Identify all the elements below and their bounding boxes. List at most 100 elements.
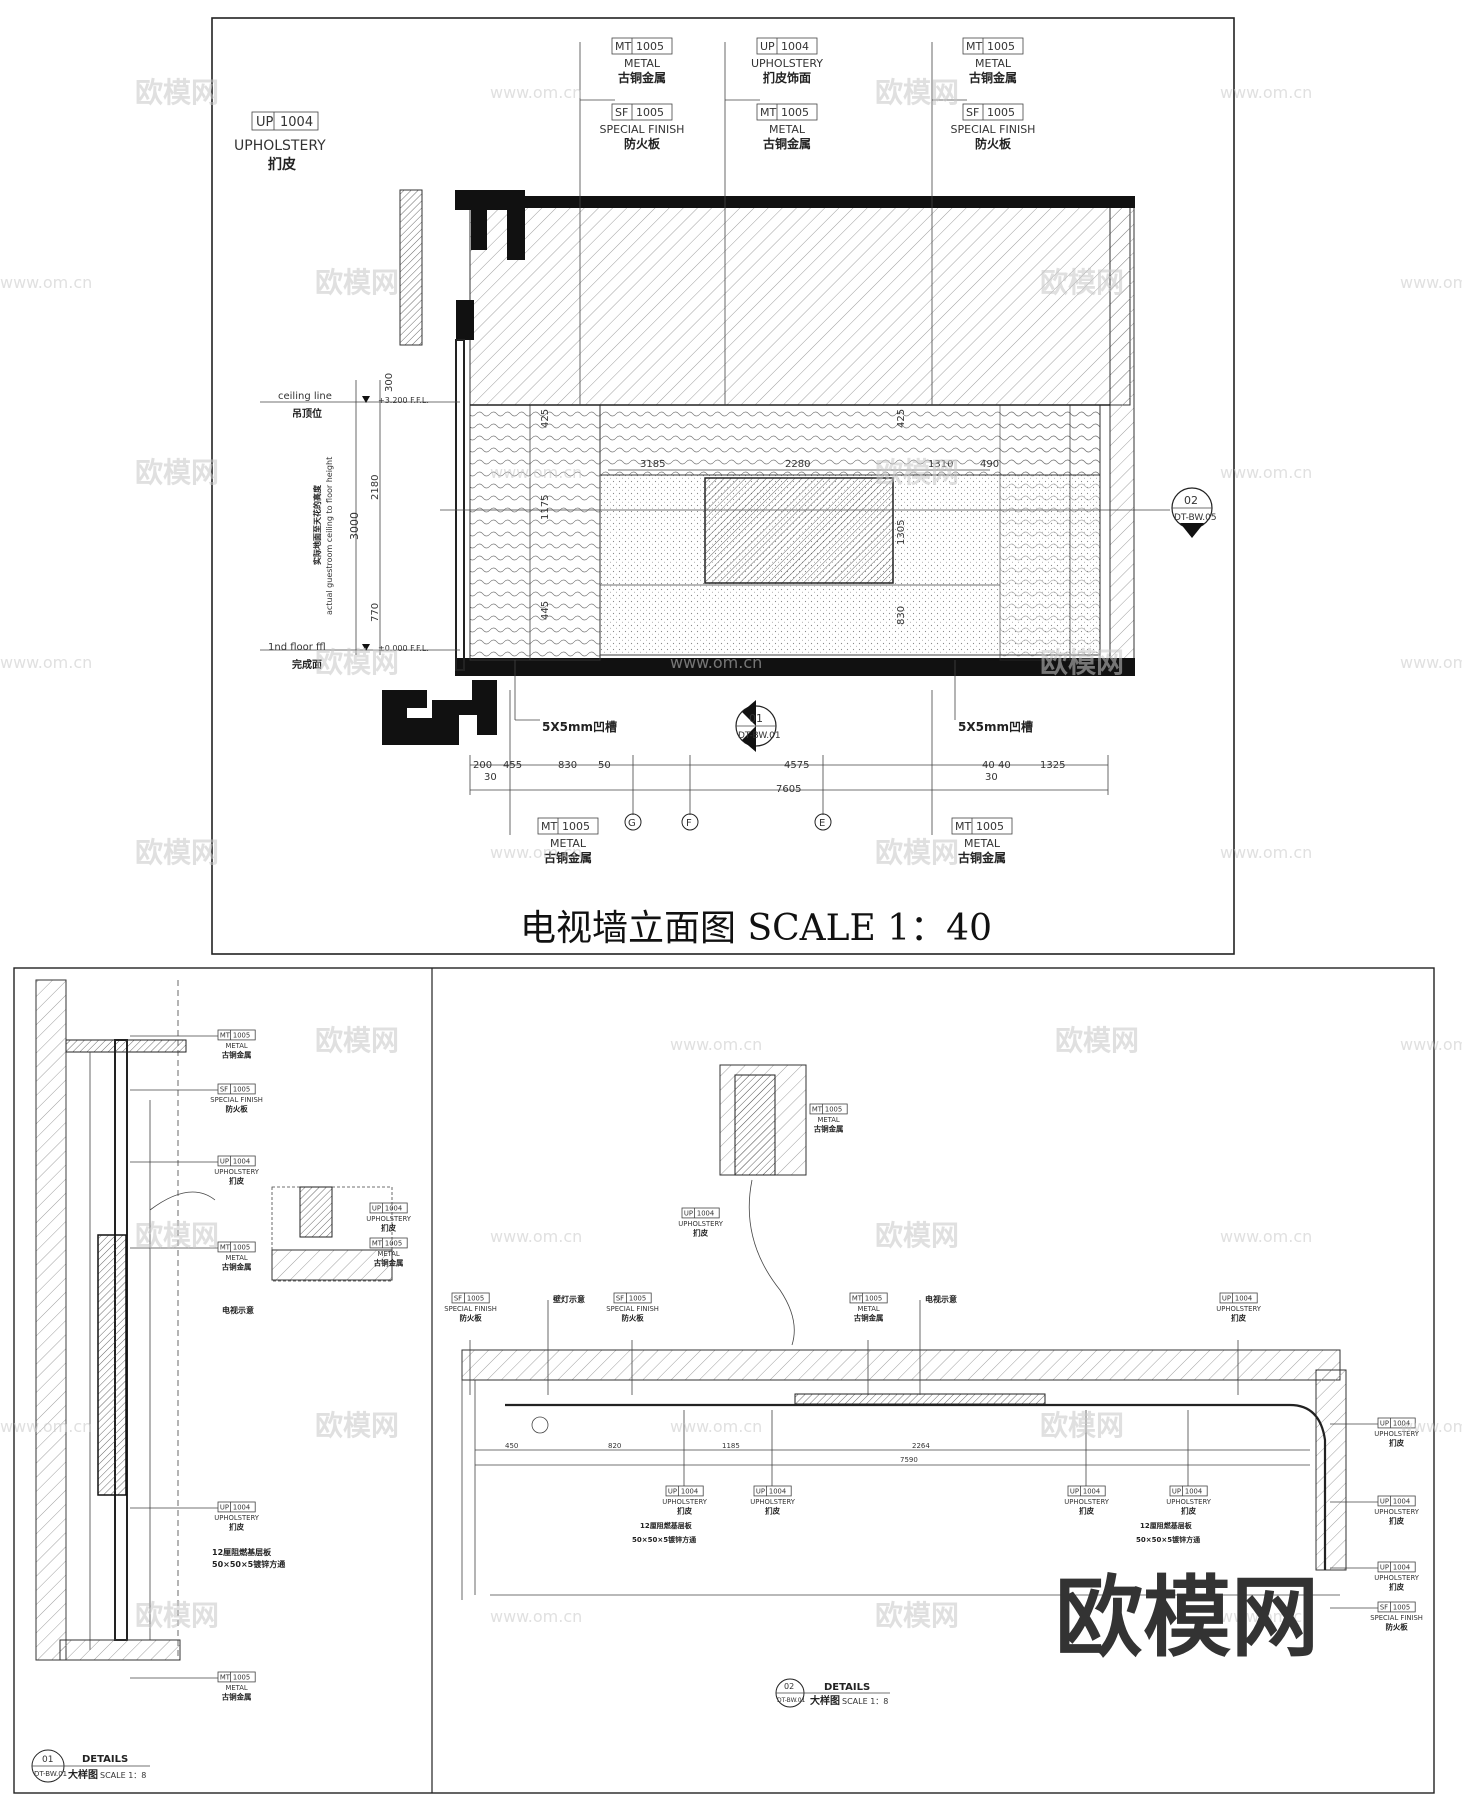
tag-chinese: 防火板: [975, 136, 1012, 151]
dim-50: 50: [598, 760, 611, 771]
watermark-url-20: www.om.cn: [1220, 1607, 1312, 1626]
tag-number: 1005: [781, 106, 809, 119]
tag-code: SF: [220, 1085, 228, 1093]
tag-number: 1005: [467, 1294, 484, 1302]
tag-english: METAL: [225, 1254, 247, 1262]
watermark-logo-16: 欧模网: [1040, 1409, 1124, 1442]
tag-number: 1004: [1393, 1497, 1410, 1505]
watermark-logo-large: 欧模网: [1055, 1566, 1319, 1669]
tag-number: 1005: [865, 1294, 882, 1302]
tag-code: UP: [256, 115, 274, 130]
tag-chinese: 扪皮饰面: [763, 70, 811, 85]
section-marker-right: 02 DT-BW.05: [440, 487, 1217, 538]
tag-number: 1004: [385, 1204, 402, 1212]
tag-english: SPECIAL FINISH: [210, 1096, 263, 1104]
dim-30-left: 30: [484, 772, 497, 783]
left-label-num: 01: [42, 1755, 53, 1765]
right-note-board-2: 12厘阻燃基层板: [1140, 1521, 1193, 1530]
ceiling-elevation: +3.200 F.F.L.: [378, 396, 429, 405]
dim-2280: 2280: [785, 459, 810, 470]
tag-chinese: 古铜金属: [374, 1257, 404, 1267]
tag-chinese: 扪皮: [229, 1175, 244, 1185]
tag-english: SPECIAL FINISH: [600, 123, 685, 136]
tag-chinese: 古铜金属: [854, 1312, 884, 1322]
left-label-ref: DT-BW.01: [34, 1770, 67, 1778]
watermark-url-10: www.om.cn: [490, 843, 582, 862]
tag-english: UPHOLSTERY: [662, 1498, 707, 1506]
ceiling-hatch: [469, 199, 1131, 406]
floor-line-label: 1nd floor ffl: [268, 642, 326, 653]
elevation-title: 电视墙立面图 SCALE 1：40: [520, 908, 992, 949]
tag-chinese: 扪皮: [268, 156, 296, 173]
tag-chinese: 古铜金属: [222, 1691, 252, 1701]
tag-code: MT: [220, 1243, 231, 1251]
tag-chinese: 古铜金属: [969, 70, 1017, 85]
tag-number: 1005: [233, 1031, 250, 1039]
rdim-2264: 2264: [912, 1442, 930, 1450]
grid-f: F: [686, 818, 692, 829]
details-frame: [13, 967, 1435, 1794]
tag-english: UPHOLSTERY: [234, 138, 326, 154]
watermark-url-12: www.om.cn: [670, 1035, 762, 1054]
left-post: [456, 300, 474, 340]
vertical-note-cn: 实际地面至天花的高度: [312, 484, 322, 565]
dim-300: 300: [384, 373, 395, 392]
tag-english: UPHOLSTERY: [751, 57, 823, 70]
watermark-logo-9: 欧模网: [135, 836, 219, 869]
right-label-scale: SCALE 1：8: [842, 1697, 888, 1706]
dim-830-b: 830: [558, 760, 577, 771]
tag-chinese: 扪皮: [1079, 1505, 1094, 1515]
floor-line-cn: 完成面: [292, 658, 322, 671]
tag-code: MT: [955, 820, 971, 833]
tag-code: UP: [1222, 1294, 1231, 1302]
tag-english: UPHOLSTERY: [214, 1514, 259, 1522]
watermark-url-17: www.om.cn: [670, 1417, 762, 1436]
tag-number: 1004: [1235, 1294, 1252, 1302]
tag-english: METAL: [550, 837, 587, 850]
tag-english: UPHOLSTERY: [678, 1220, 723, 1228]
tag-number: 1004: [697, 1209, 714, 1217]
tag-code: UP: [1380, 1419, 1389, 1427]
watermark-url-6: www.om.cn: [1220, 463, 1312, 482]
tag-number: 1004: [681, 1487, 698, 1495]
tag-code: MT: [541, 820, 557, 833]
ceiling-line-label: ceiling line: [278, 391, 332, 402]
watermark-url-13: www.om.cn: [1400, 1035, 1462, 1054]
watermark-url-15: www.om.cn: [1220, 1227, 1312, 1246]
left-note-tv: 电视示意: [222, 1305, 254, 1315]
tag-english: UPHOLSTERY: [1374, 1574, 1419, 1582]
tag-english: SPECIAL FINISH: [951, 123, 1036, 136]
tag-english: UPHOLSTERY: [1064, 1498, 1109, 1506]
tag-code: UP: [684, 1209, 693, 1217]
dim-425-right: 425: [896, 409, 907, 428]
tag-number: 1005: [976, 820, 1004, 833]
dim-1325: 1325: [1040, 760, 1065, 771]
watermark-logo-6: 欧模网: [875, 456, 959, 489]
tag-code: SF: [615, 106, 628, 119]
tag-english: UPHOLSTERY: [1166, 1498, 1211, 1506]
watermark-url-18: www.om.cn: [1400, 1417, 1462, 1436]
tag-chinese: 古铜金属: [222, 1261, 252, 1271]
left-structure: [455, 190, 525, 260]
tag-chinese: 古铜金属: [222, 1049, 252, 1059]
tag-code: UP: [372, 1204, 381, 1212]
tag-code: UP: [668, 1487, 677, 1495]
bottom-dimensions: 200 455 830 50 4575 40 40 1325 30 30 760…: [469, 755, 1109, 795]
watermark-logo-14: 欧模网: [875, 1219, 959, 1252]
tag-english: METAL: [225, 1042, 247, 1050]
